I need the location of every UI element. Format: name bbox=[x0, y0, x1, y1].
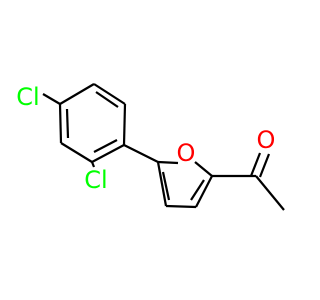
bond-aryl-furan bbox=[123, 144, 159, 163]
double-bond-inner bbox=[190, 179, 205, 201]
bond bbox=[58, 103, 63, 144]
double-bond-inner bbox=[95, 91, 119, 108]
bond bbox=[165, 204, 197, 209]
furan-ring bbox=[156, 160, 213, 209]
bond bbox=[60, 142, 93, 163]
bond bbox=[93, 83, 126, 105]
bond bbox=[194, 161, 213, 177]
bond-carbonyl-methyl bbox=[255, 175, 285, 211]
bond-to-cl-left bbox=[42, 93, 61, 105]
bond-to-cl-lower bbox=[90, 161, 96, 168]
double-bond-inner bbox=[65, 108, 70, 139]
bond bbox=[59, 83, 95, 105]
benzene-ring bbox=[58, 83, 127, 163]
bond bbox=[156, 161, 168, 207]
chlorine-atom-label: Cl bbox=[84, 166, 107, 194]
bond bbox=[91, 144, 125, 163]
double-bond-inner bbox=[161, 171, 171, 201]
oxygen-atom-label: O bbox=[177, 139, 196, 167]
bond bbox=[122, 103, 127, 146]
double-bond-inner bbox=[93, 139, 118, 153]
carbonyl-double-bond bbox=[249, 152, 262, 177]
bond bbox=[157, 160, 179, 165]
chemical-structure-diagram: Cl Cl O O bbox=[16, 83, 285, 211]
bond bbox=[195, 175, 213, 208]
oxygen-atom-label: O bbox=[257, 126, 276, 154]
chlorine-atom-label: Cl bbox=[16, 83, 39, 111]
carbonyl-double-bond bbox=[258, 153, 271, 178]
